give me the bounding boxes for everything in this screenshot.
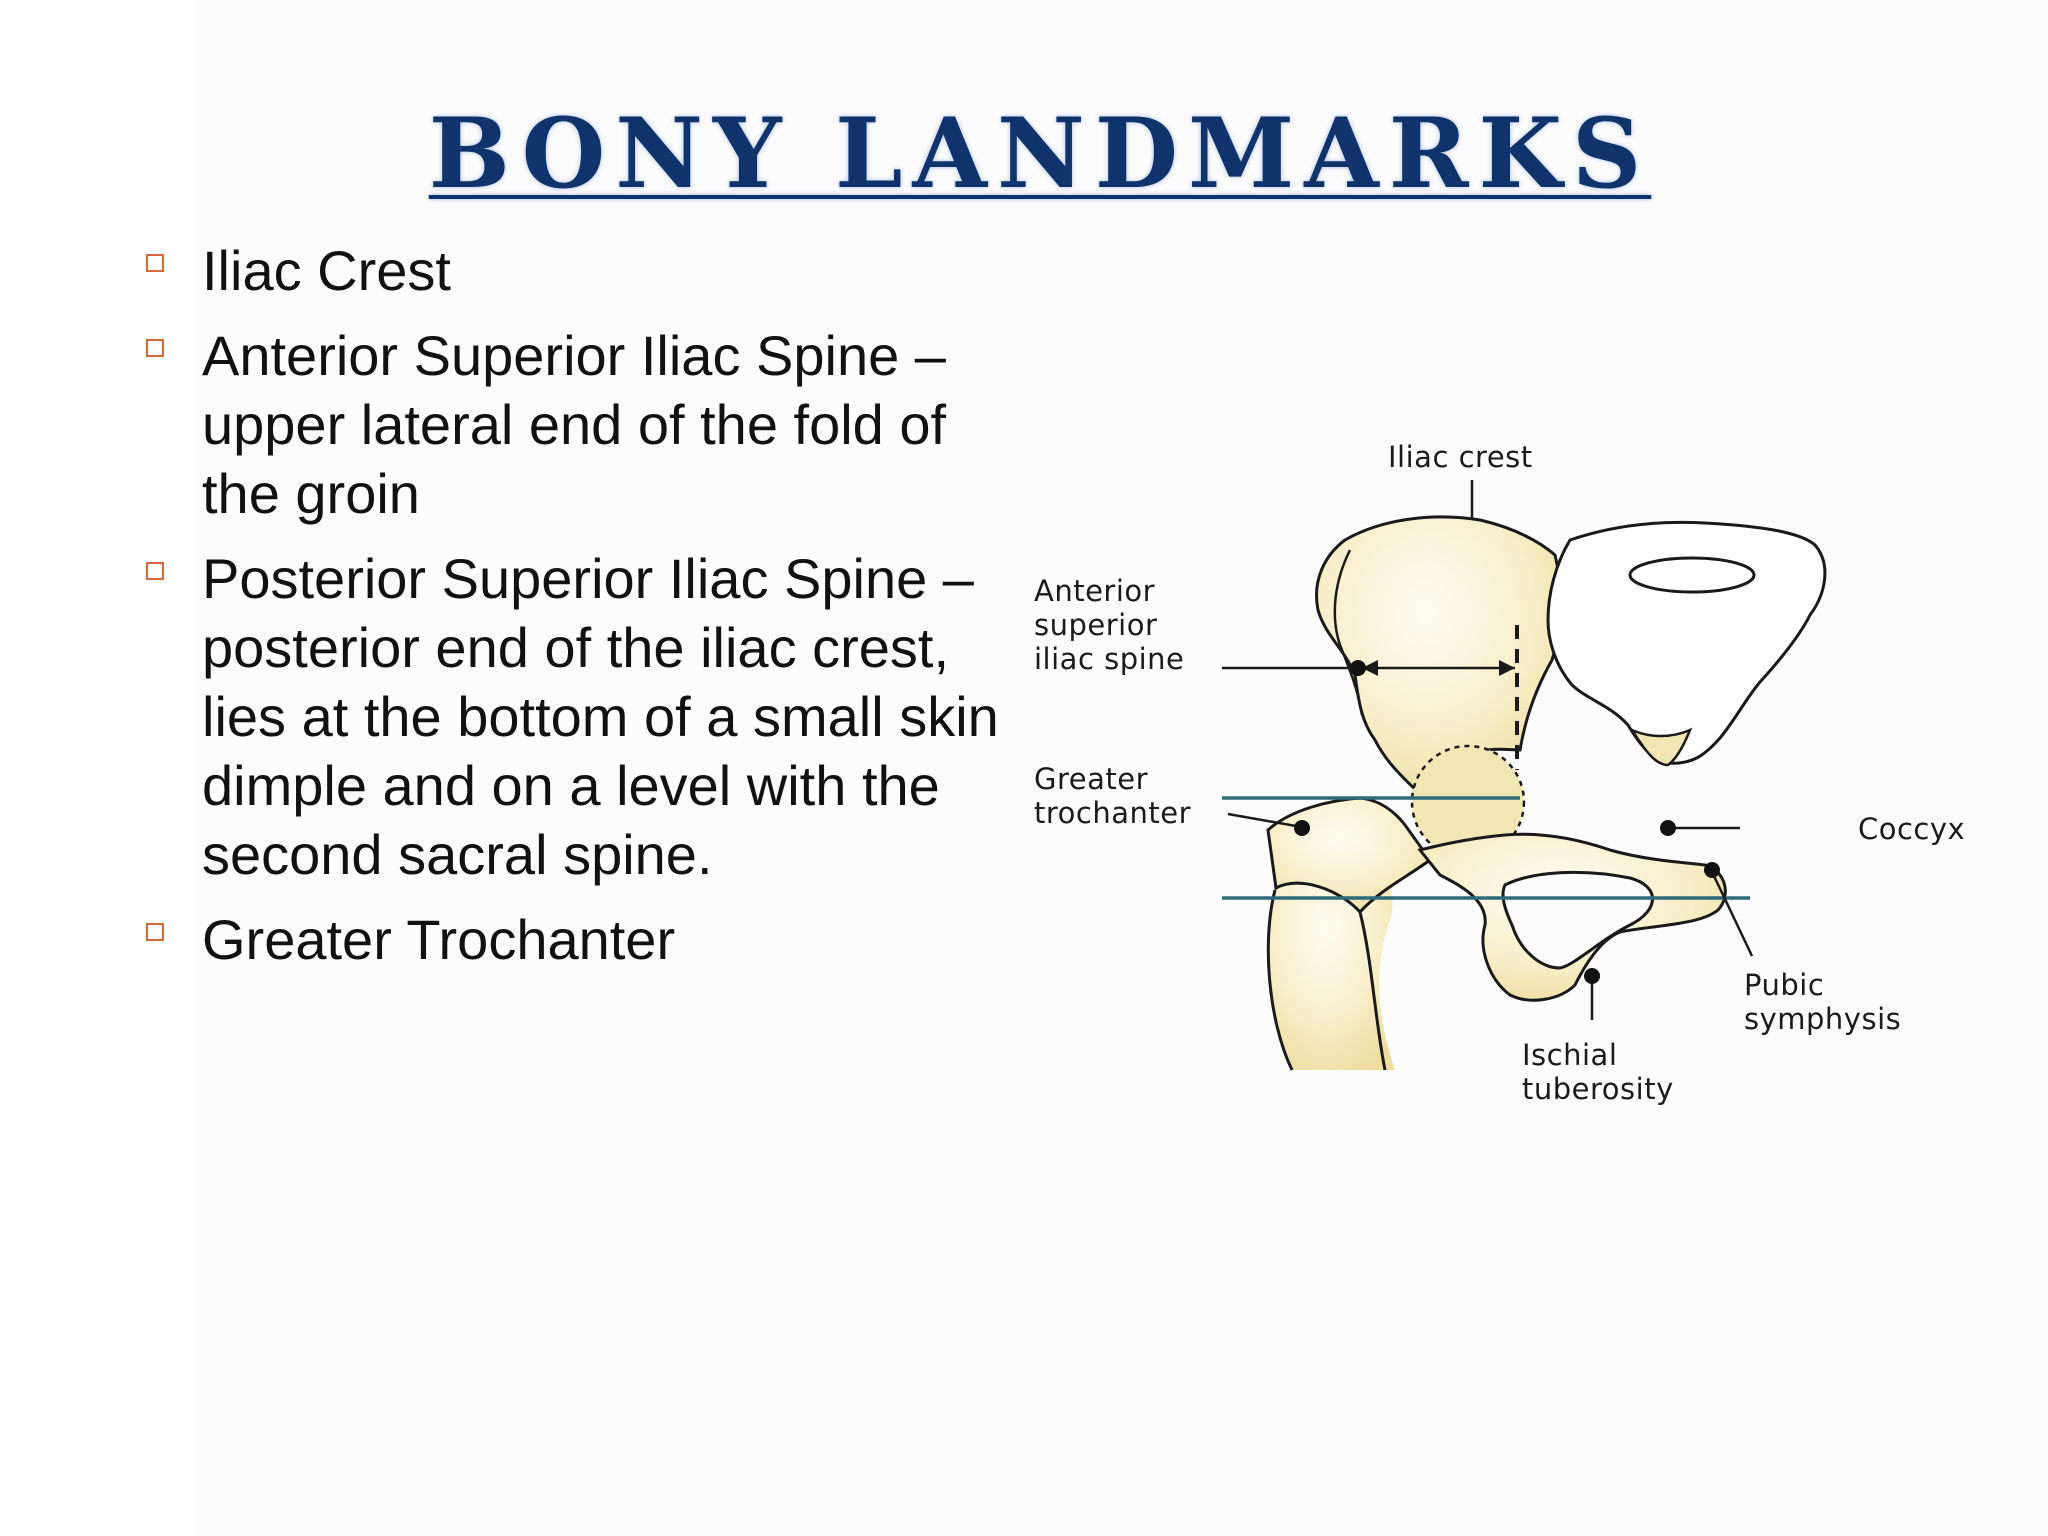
label-anterior-superior-iliac-spine: Anterior superior iliac spine <box>1034 574 1185 676</box>
slide-title: BONY LANDMARKS <box>428 97 1652 210</box>
bullet-item: Greater Trochanter <box>140 905 1020 974</box>
label-coccyx: Coccyx <box>1858 812 1966 846</box>
bullet-text: Anterior Superior Iliac Spine – upper la… <box>202 324 947 525</box>
pubic-symphysis-leader <box>1712 875 1754 957</box>
ilium-inner-contour <box>1333 549 1364 716</box>
pelvis-hip-diagram: Iliac crest Anterior superior iliac spin… <box>1000 420 2020 1140</box>
label-iliac-crest: Iliac crest <box>1388 440 1533 474</box>
sacral-canal <box>1628 556 1756 594</box>
arrowhead-left-icon <box>1362 660 1378 676</box>
greater-trochanter-dot-icon <box>1294 820 1310 836</box>
bullet-item: Posterior Superior Iliac Spine – posteri… <box>140 544 1020 889</box>
bullet-item: Anterior Superior Iliac Spine – upper la… <box>140 321 1020 528</box>
label-ischial-tuberosity: Ischial tuberosity <box>1522 1038 1674 1106</box>
coccyx-shape <box>1628 727 1693 767</box>
coccyx-dot-icon <box>1660 820 1676 836</box>
bullet-text: Greater Trochanter <box>202 908 676 971</box>
bullet-item: Iliac Crest <box>140 236 1020 305</box>
pelvis-illustration <box>1222 480 1827 1071</box>
bullet-text: Iliac Crest <box>202 239 451 302</box>
square-bullet-icon <box>146 562 164 580</box>
pubic-symphysis-dot-icon <box>1704 862 1720 878</box>
square-bullet-icon <box>146 923 164 941</box>
label-pubic-symphysis: Pubic symphysis <box>1744 968 1902 1036</box>
square-bullet-icon <box>146 339 164 357</box>
ilium <box>1315 515 1563 795</box>
femur-medial-edge <box>1358 911 1387 1071</box>
label-greater-trochanter: Greater trochanter <box>1034 762 1192 830</box>
slide-background-panel <box>196 0 2048 1536</box>
bullet-list: Iliac Crest Anterior Superior Iliac Spin… <box>140 236 1020 990</box>
square-bullet-icon <box>146 254 164 272</box>
bullet-text: Posterior Superior Iliac Spine – posteri… <box>202 547 999 886</box>
arrowhead-right-icon <box>1499 660 1515 676</box>
ischial-tuberosity-dot-icon <box>1584 968 1600 984</box>
sacrum <box>1546 520 1827 765</box>
asis-dot-icon <box>1350 660 1366 676</box>
greater-trochanter-leader <box>1227 812 1297 828</box>
femur-lateral-edge <box>1266 889 1294 1071</box>
acetabulum-femoral-head <box>1410 744 1526 860</box>
